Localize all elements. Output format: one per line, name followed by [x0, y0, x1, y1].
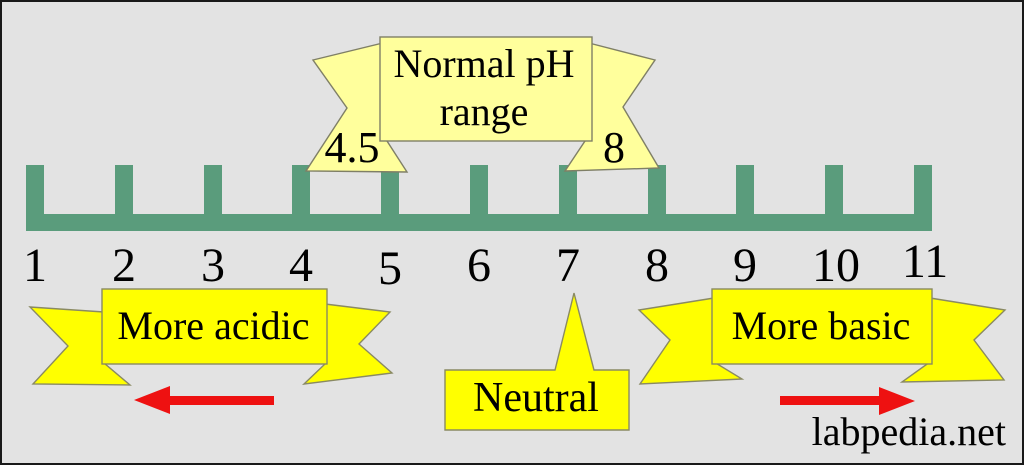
- scale-label-1: 1: [23, 239, 47, 292]
- more-acidic-ribbon-panel: [101, 288, 328, 365]
- normal-range-ribbon-panel: [379, 36, 593, 142]
- neutral-callout-shape: [444, 292, 630, 431]
- more-basic-label: More basic: [731, 303, 911, 348]
- ph-scale-tick: [26, 165, 44, 215]
- ph-scale-tick: [648, 165, 666, 215]
- ph-scale-bar: [26, 214, 932, 231]
- scale-label-10: 10: [812, 239, 860, 292]
- ph-scale-tick: [115, 165, 133, 215]
- right-arrow-icon: [780, 387, 915, 415]
- right-arrow-shaft: [780, 396, 883, 405]
- more-acidic-label: More acidic: [117, 303, 310, 348]
- right-arrow-head: [879, 387, 915, 415]
- left-arrow-head: [134, 386, 170, 414]
- more-basic-ribbon-panel: [711, 288, 933, 365]
- neutral-label: Neutral: [473, 375, 599, 421]
- ph-scale-tick: [914, 165, 932, 215]
- ph-scale-ruler: [26, 165, 932, 231]
- ph-scale-tick: [470, 165, 488, 215]
- scale-label-5: 5: [378, 242, 402, 295]
- ph-scale-tick: [381, 165, 399, 215]
- more-basic-ribbon: [637, 288, 1007, 385]
- scale-label-11: 11: [901, 235, 949, 288]
- scale-label-4: 4: [289, 239, 313, 292]
- ph-scale-tick: [736, 165, 754, 215]
- left-arrow-shaft: [167, 396, 274, 405]
- left-arrow-icon: [134, 386, 274, 414]
- scale-label-2: 2: [112, 239, 136, 292]
- ph-scale-tick: [559, 165, 577, 215]
- ph-scale-tick: [292, 165, 310, 215]
- normal-ph-range-title: Normal pH range: [393, 41, 575, 134]
- scale-label-7: 7: [556, 239, 580, 292]
- range-lower-bound-label: 4.5: [324, 123, 380, 172]
- range-upper-bound-label: 8: [603, 123, 625, 172]
- scale-label-6: 6: [467, 239, 491, 292]
- scale-label-9: 9: [733, 239, 757, 292]
- scale-label-8: 8: [645, 239, 669, 292]
- watermark-text: labpedia.net: [811, 409, 1006, 454]
- normal-range-ribbon: [304, 36, 661, 173]
- ph-scale-tick: [204, 165, 222, 215]
- scale-label-3: 3: [201, 239, 225, 292]
- ph-scale-tick: [825, 165, 843, 215]
- more-acidic-ribbon: [28, 288, 394, 386]
